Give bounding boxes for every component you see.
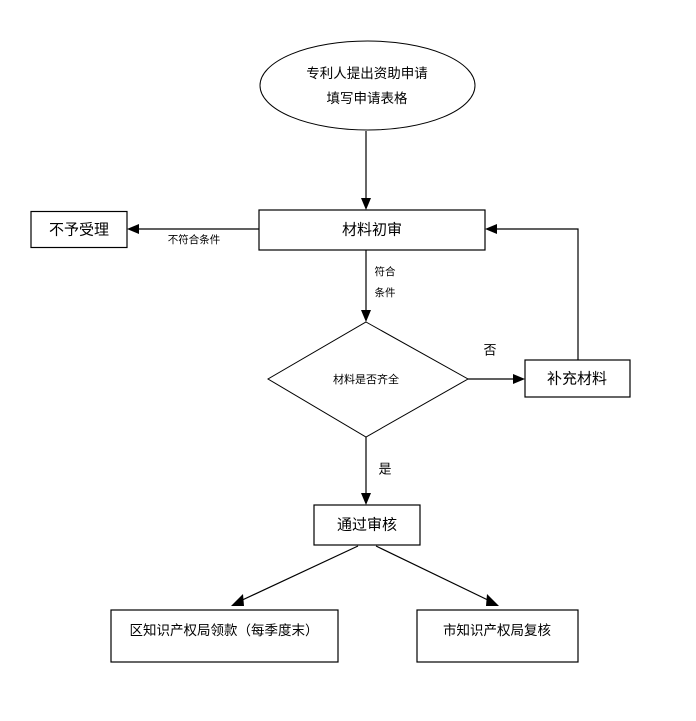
node-supplement-box[interactable]: 补充材料 [524, 359, 631, 398]
edge-approved-to-district-payment [231, 545, 359, 606]
edge-label-qualified-line1: 符合 [375, 265, 396, 278]
edge-decision-to-supplement [468, 374, 525, 384]
start-ellipse-label-line1: 专利人提出资助申请 [306, 66, 428, 82]
district-payment-box-shape [110, 609, 339, 663]
supplement-box-label: 补充材料 [547, 370, 607, 388]
start-ellipse-shape [259, 40, 476, 131]
arrowhead-supplement-initial [485, 224, 497, 234]
edge-label-qualified-line2: 条件 [375, 286, 396, 299]
edge-approved-to-city-review [375, 545, 499, 606]
completeness-decision-shape [267, 321, 470, 438]
edge-line-approved-district [237, 545, 359, 603]
completeness-decision-label: 材料是否齐全 [333, 372, 399, 386]
node-approved-box[interactable]: 通过审核 [313, 504, 421, 546]
start-ellipse-label-line2: 填写申请表格 [327, 91, 408, 107]
edge-supplement-to-initial-review [485, 224, 579, 360]
arrowhead-decision-approved [361, 493, 371, 505]
node-start-ellipse[interactable]: 专利人提出资助申请 填写申请表格 [259, 40, 476, 131]
arrowhead-approved-district [231, 594, 244, 606]
edge-start-to-initial-review [361, 131, 371, 210]
arrowhead-decision-supplement [513, 374, 525, 384]
node-completeness-decision[interactable]: 材料是否齐全 [267, 321, 470, 438]
district-payment-box-label: 区知识产权局领款（每季度末） [130, 622, 319, 639]
arrowhead-initial-reject [127, 224, 139, 234]
approved-box-shape [313, 504, 421, 546]
node-city-review-box[interactable]: 市知识产权局复核 [416, 609, 579, 663]
reject-box-shape [30, 210, 128, 249]
city-review-box-shape [416, 609, 579, 663]
edge-label-no: 否 [483, 344, 496, 359]
edge-label-yes: 是 [378, 463, 391, 478]
node-initial-review-box[interactable]: 材料初审 [258, 209, 486, 251]
arrowhead-approved-city [486, 594, 499, 606]
edge-label-not-qualified: 不符合条件 [168, 233, 221, 246]
edge-initial-review-to-reject [127, 224, 259, 234]
supplement-box-shape [524, 359, 631, 398]
node-reject-box[interactable]: 不予受理 [30, 210, 128, 249]
city-review-box-label: 市知识产权局复核 [443, 622, 551, 639]
edge-initial-review-to-decision [361, 250, 371, 322]
node-district-payment-box[interactable]: 区知识产权局领款（每季度末） [110, 609, 339, 663]
edge-line-approved-city [375, 545, 493, 603]
reject-box-label: 不予受理 [49, 221, 109, 239]
initial-review-box-label: 材料初审 [342, 221, 402, 239]
arrowhead-start-initial [361, 198, 371, 210]
edge-decision-to-approved [361, 437, 371, 505]
edge-line-supplement-initial [493, 228, 579, 360]
initial-review-box-shape [258, 209, 486, 251]
arrowhead-initial-decision [361, 310, 371, 322]
approved-box-label: 通过审核 [337, 516, 397, 534]
